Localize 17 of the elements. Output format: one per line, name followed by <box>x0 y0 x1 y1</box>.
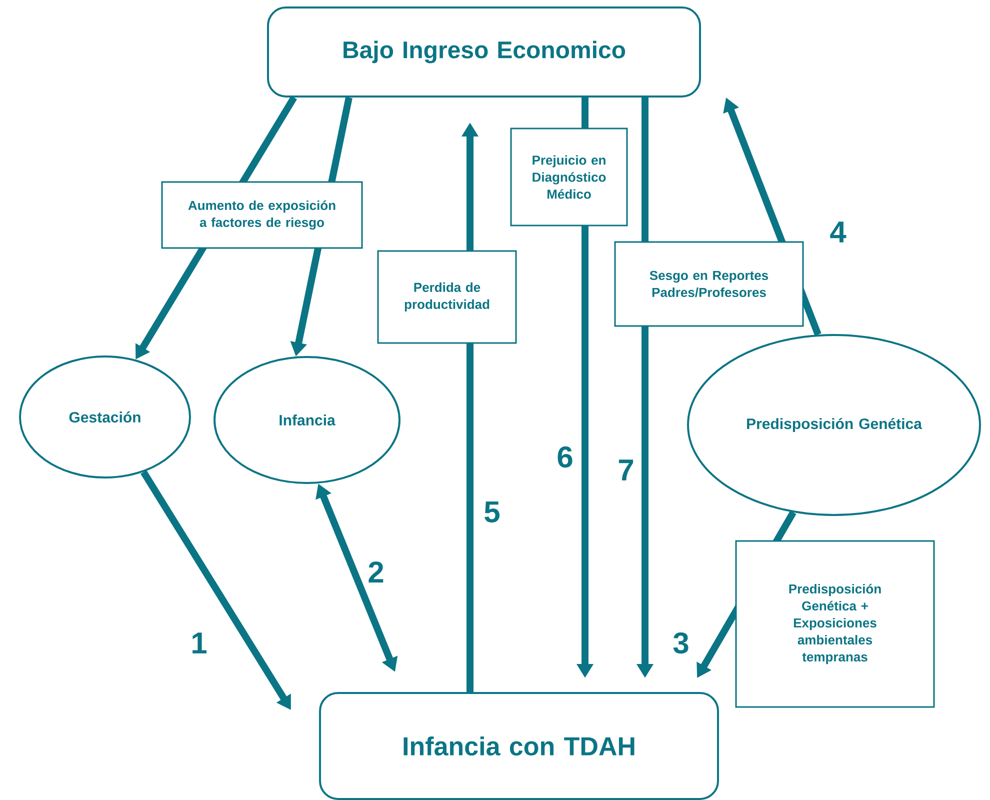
callout-number: 1 <box>192 632 207 654</box>
edge-label: Predisposición Genética + Exposiciones ambientales tempranas <box>735 540 935 708</box>
rounded-box: Bajo Ingreso Economico <box>267 6 701 98</box>
edge-label: Aumento de exposición a factores de riesgo <box>161 181 363 249</box>
edge-label: Sesgo en Reportes Padres/Profesores <box>614 241 804 327</box>
callout-number: 5 <box>484 502 500 522</box>
ellipse-node: Gestación <box>19 356 191 478</box>
callout-number: 7 <box>618 460 634 480</box>
ellipse-node: Infancia <box>214 356 400 484</box>
callout-number: 4 <box>830 222 846 242</box>
ellipse-node: Predisposición Genética <box>687 334 981 516</box>
callout-number: 3 <box>673 632 688 654</box>
callout-number: 2 <box>368 562 384 582</box>
callout-number: 6 <box>558 446 572 468</box>
edge-label: Perdida de productividad <box>377 250 517 344</box>
edge-label: Prejuicio en Diagnóstico Médico <box>510 128 628 226</box>
rounded-box: Infancia con TDAH <box>319 692 719 800</box>
